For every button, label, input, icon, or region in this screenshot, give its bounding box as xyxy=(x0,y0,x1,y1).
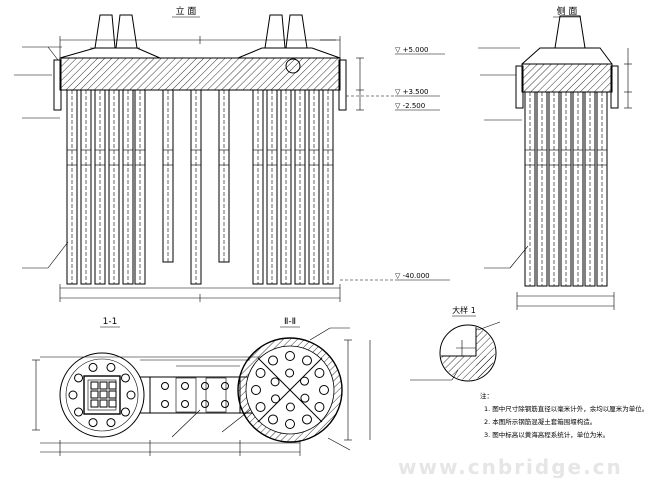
pier-block xyxy=(90,381,99,390)
note-item: 2. 本图所示钢筋混凝土套箱围堰构造。 xyxy=(484,417,596,426)
outer-pile xyxy=(285,419,295,429)
pier-block xyxy=(108,381,117,390)
connector-pile xyxy=(161,382,169,390)
ring-pile xyxy=(74,373,84,383)
notes-block: 注： 1. 图中尺寸除钢筋直径以毫米计外，余均以厘米为单位。 2. 本图所示钢筋… xyxy=(480,391,648,439)
note-item: 3. 图中标高以黄海高程系统计，单位为米。 xyxy=(484,430,609,439)
outer-pile xyxy=(314,368,325,378)
elevation-mark: ▽ +5.000 xyxy=(395,46,429,54)
outer-pile xyxy=(314,402,325,412)
outer-pile xyxy=(255,368,266,378)
ring-pile xyxy=(126,390,136,400)
connector-frame xyxy=(175,377,197,413)
connector-pile xyxy=(181,382,189,390)
watermark: www.cnbridge.cn xyxy=(398,455,623,478)
detail-view: 大样 1 xyxy=(410,305,501,382)
ring-pile xyxy=(68,390,78,400)
section-1-ring-piles xyxy=(68,362,136,428)
ring-pile xyxy=(106,418,116,428)
connector-frame xyxy=(205,377,227,413)
inner-pile xyxy=(270,377,280,387)
outer-pile xyxy=(319,385,329,395)
section-2-piles xyxy=(251,351,329,429)
ring-pile xyxy=(88,362,98,372)
side-title: 侧 面 xyxy=(557,5,578,17)
pier-block xyxy=(108,399,117,408)
ring-pile xyxy=(88,418,98,428)
pier-block xyxy=(99,399,108,408)
outer-pile xyxy=(302,355,312,366)
ring-pile xyxy=(74,407,84,417)
pile-cap xyxy=(59,57,341,91)
inner-pile xyxy=(285,368,295,378)
connector-piles xyxy=(161,377,229,413)
outer-pile xyxy=(255,402,266,412)
outer-pile xyxy=(268,414,278,425)
section-2-view: Ⅱ-Ⅱ xyxy=(237,317,371,451)
elevation-mark: ▽ -2.500 xyxy=(395,102,425,110)
inner-pile xyxy=(300,376,310,386)
connector-pile xyxy=(201,400,209,408)
elevation-piles xyxy=(66,89,334,285)
section-2-title: Ⅱ-Ⅱ xyxy=(284,317,296,327)
connector-pile xyxy=(221,382,229,390)
connector-pile xyxy=(161,400,169,408)
inner-pile xyxy=(270,394,280,404)
elevation-view: 立 面 xyxy=(14,5,450,302)
connector-pile xyxy=(201,382,209,390)
side-view: 侧 面 xyxy=(478,5,632,310)
inner-pile xyxy=(300,393,310,403)
connector-pile xyxy=(221,400,229,408)
detail-title: 大样 1 xyxy=(452,305,476,315)
side-piles xyxy=(524,91,608,287)
ring-pile xyxy=(106,362,116,372)
connector-pile xyxy=(181,400,189,408)
section-1-title: 1-1 xyxy=(103,317,118,327)
side-pile-cap xyxy=(521,63,613,93)
pier-block xyxy=(99,390,108,399)
outer-pile xyxy=(302,414,312,425)
note-item: 1. 图中尺寸除钢筋直径以毫米计外，余均以厘米为单位。 xyxy=(484,404,648,413)
notes-marker: 注： xyxy=(480,391,493,400)
elevation-marks: ▽ +5.000 ▽ +3.500 ▽ -2.500 ▽ -40.000 xyxy=(395,46,450,281)
elevation-mark: ▽ -40.000 xyxy=(395,272,430,280)
section-1-inner-blocks xyxy=(90,381,117,408)
pier-block xyxy=(99,381,108,390)
ring-pile xyxy=(120,407,130,417)
inner-pile xyxy=(285,402,295,412)
pier-block xyxy=(90,399,99,408)
outer-pile xyxy=(268,355,278,366)
elevation-title: 立 面 xyxy=(176,5,197,17)
pier-block xyxy=(108,390,117,399)
pier-block xyxy=(90,390,99,399)
outer-pile xyxy=(285,351,295,361)
outer-pile xyxy=(251,385,261,395)
elevation-mark: ▽ +3.500 xyxy=(395,88,429,96)
ring-pile xyxy=(120,373,130,383)
